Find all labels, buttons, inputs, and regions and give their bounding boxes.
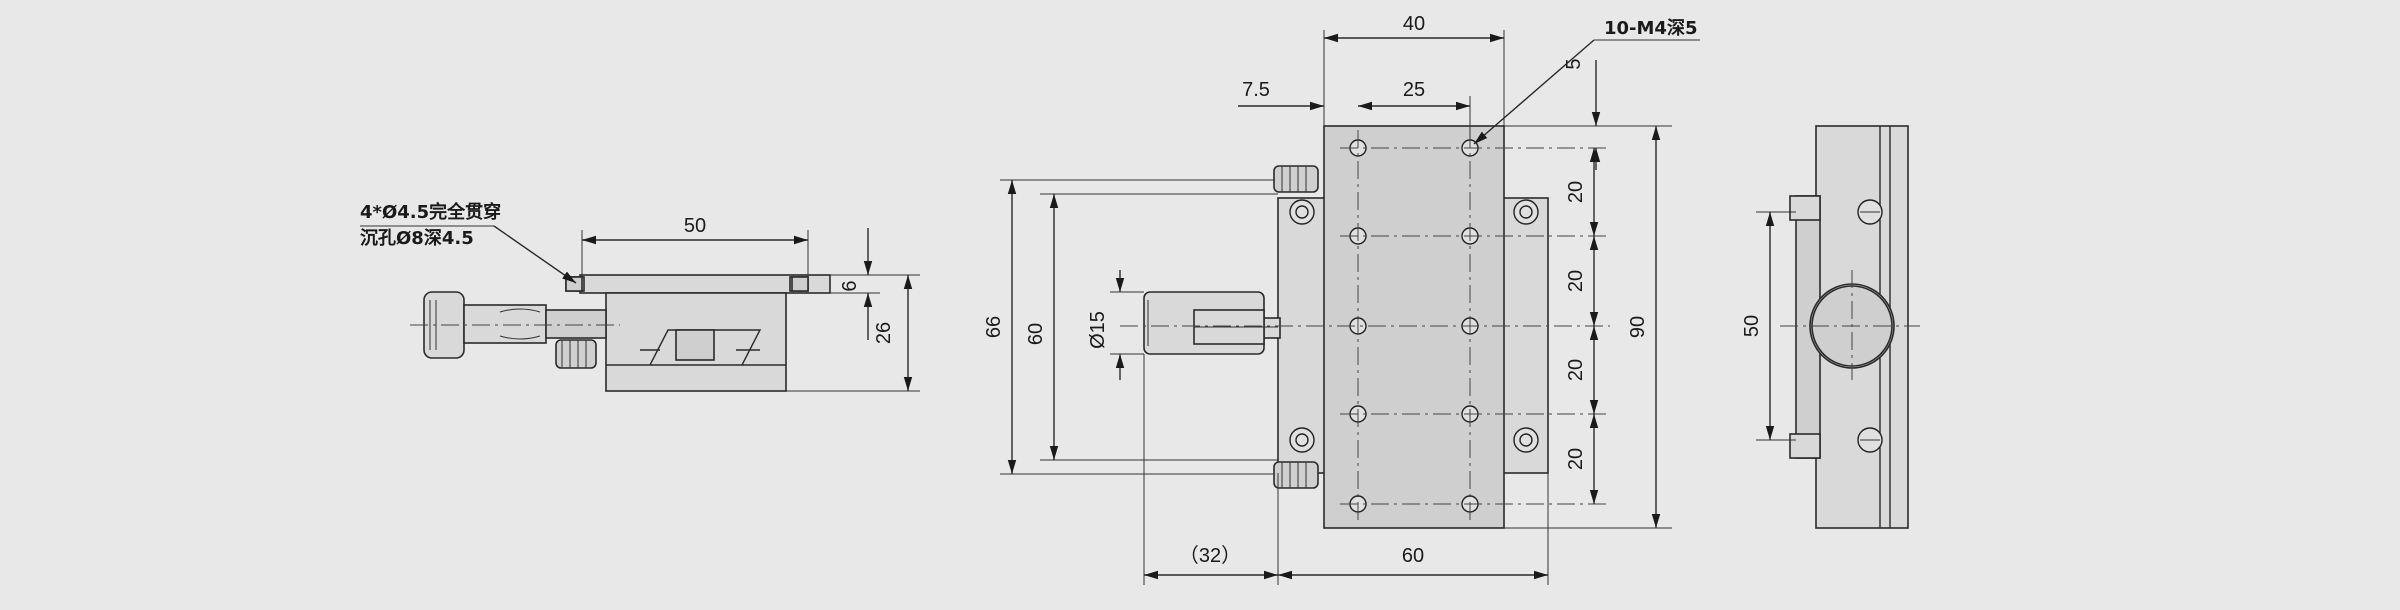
dim-top-5: 5 (1563, 58, 1585, 69)
dim-pitch-4: 20 (1565, 448, 1587, 470)
dim-left-top: 6 (839, 280, 861, 291)
dim-pitch-3: 20 (1565, 359, 1587, 381)
dim-bottom-60: 60 (1402, 545, 1424, 567)
dim-pitch-1: 20 (1565, 181, 1587, 203)
dim-h-90: 90 (1627, 316, 1649, 338)
dim-dia-15: Ø15 (1087, 311, 1109, 349)
dim-left-width: 50 (684, 215, 706, 237)
end-view: 50 (1741, 125, 1920, 529)
dim-h-66: 66 (983, 316, 1005, 338)
dim-top-7-5: 7.5 (1242, 79, 1270, 101)
dim-top-25: 25 (1403, 79, 1425, 101)
dim-pitch-2: 20 (1565, 270, 1587, 292)
callout-through-holes-1: 4*Ø4.5完全贯穿 (360, 201, 501, 223)
left-side-view: 50 6 26 4*Ø4.5完全贯穿 沉孔Ø8深4.5 (360, 201, 920, 392)
dim-bottom-32: （32） (1179, 544, 1241, 567)
dim-h-60: 60 (1025, 323, 1047, 345)
callout-thread-holes: 10-M4深5 (1604, 17, 1697, 39)
dim-left-height: 26 (873, 322, 895, 344)
top-view: 40 25 7.5 5 10-M4深5 66 60 Ø15 (983, 13, 1700, 585)
callout-through-holes-2: 沉孔Ø8深4.5 (360, 227, 474, 249)
dim-right-50: 50 (1741, 315, 1763, 337)
dim-top-40: 40 (1403, 13, 1425, 35)
